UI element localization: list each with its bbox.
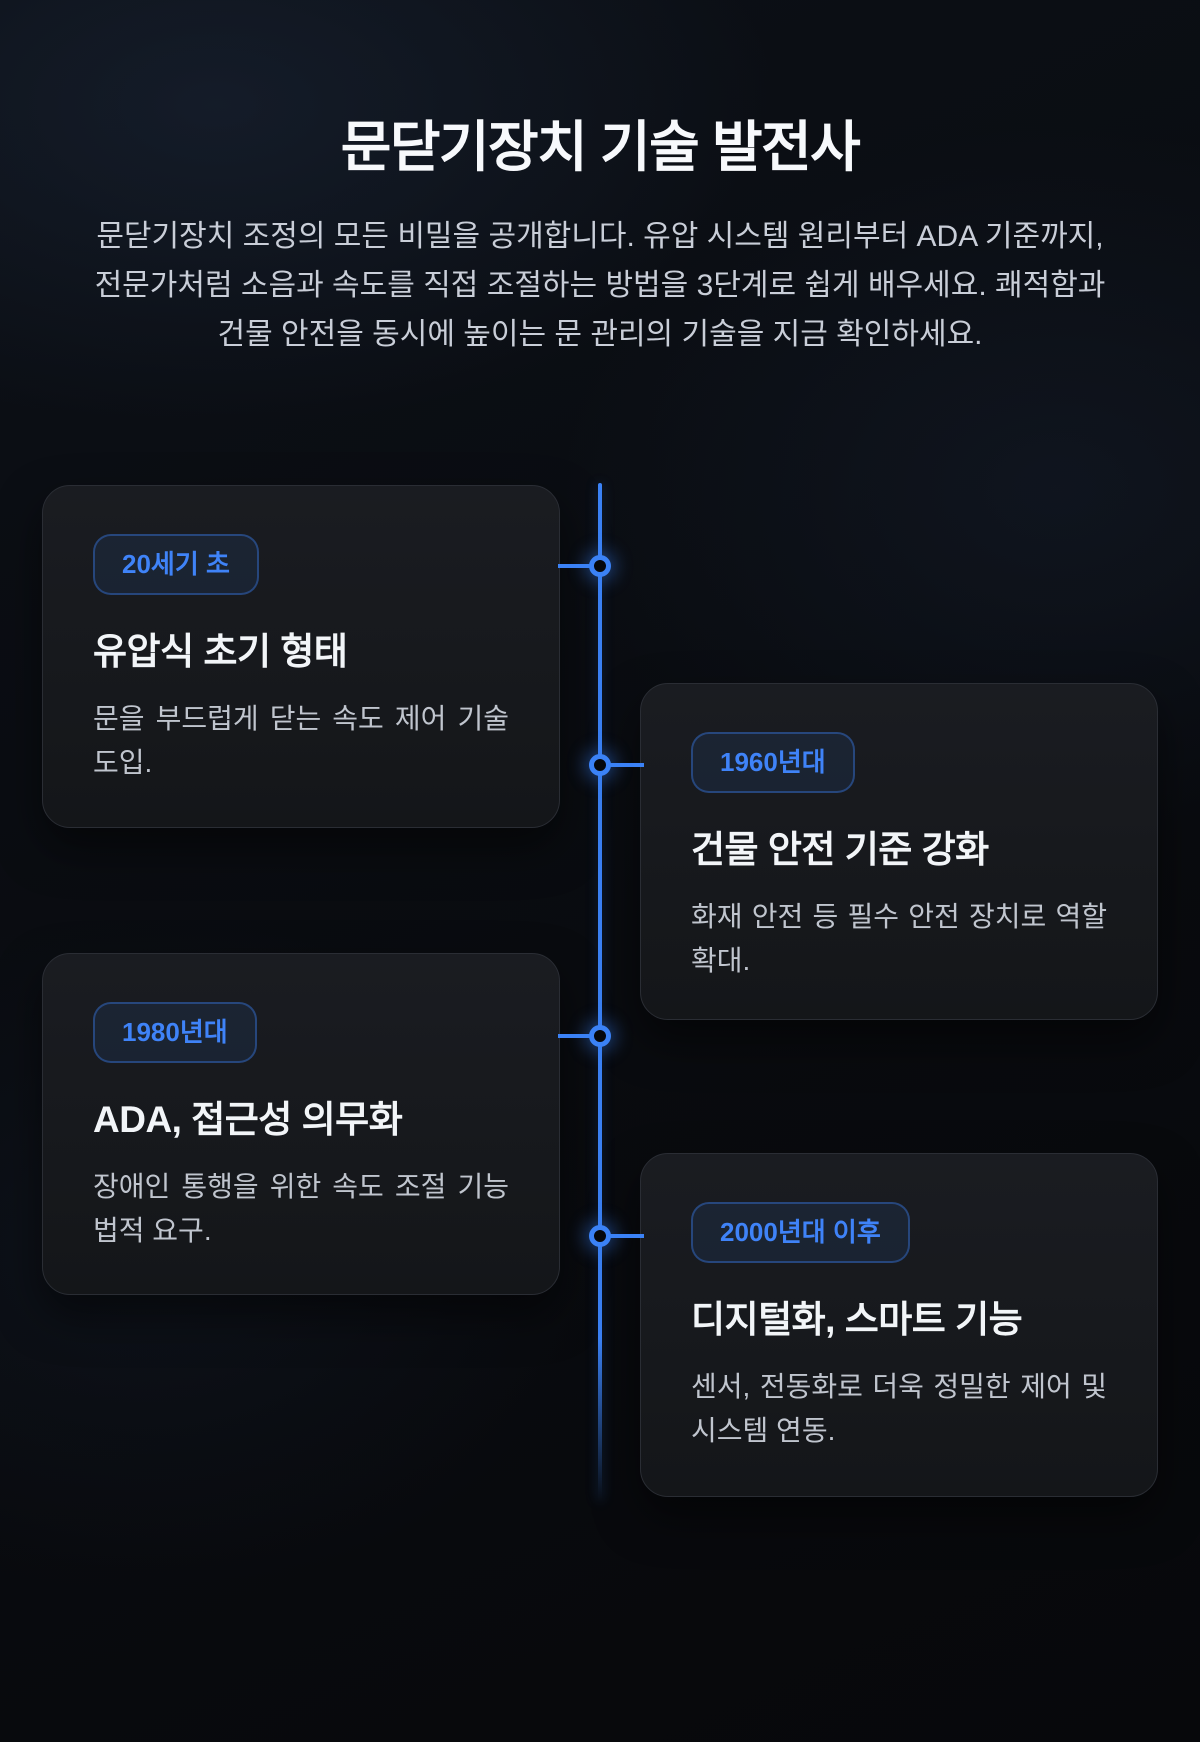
timeline-card-2000s: 2000년대 이후 디지털화, 스마트 기능 센서, 전동화로 더욱 정밀한 제… — [640, 1153, 1158, 1497]
era-badge: 1980년대 — [93, 1002, 257, 1064]
timeline-card-early-1900s: 20세기 초 유압식 초기 형태 문을 부드럽게 닫는 속도 제어 기술 도입. — [42, 485, 560, 828]
page-title: 문닫기장치 기술 발전사 — [340, 116, 861, 178]
timeline-node — [589, 1225, 611, 1247]
timeline-node — [589, 754, 611, 776]
card-title: ADA, 접근성 의무화 — [93, 1099, 403, 1141]
timeline-connector — [558, 564, 602, 568]
timeline-node — [589, 1025, 611, 1047]
timeline-card-1960s: 1960년대 건물 안전 기준 강화 화재 안전 등 필수 안전 장치로 역할 … — [640, 683, 1158, 1020]
card-title: 디지털화, 스마트 기능 — [691, 1299, 1023, 1341]
timeline-line — [598, 483, 602, 1501]
page-subtitle: 문닫기장치 조정의 모든 비밀을 공개합니다. 유압 시스템 원리부터 ADA … — [94, 220, 1106, 351]
timeline-connector — [600, 1234, 644, 1238]
era-badge: 1960년대 — [691, 732, 855, 794]
timeline-node — [589, 555, 611, 577]
card-description: 화재 안전 등 필수 안전 장치로 역할 확대. — [691, 901, 1107, 977]
timeline-connector — [600, 763, 644, 767]
card-title: 건물 안전 기준 강화 — [691, 829, 989, 871]
timeline-card-1980s: 1980년대 ADA, 접근성 의무화 장애인 통행을 위한 속도 조절 기능 … — [42, 953, 560, 1295]
card-title: 유압식 초기 형태 — [93, 631, 348, 673]
era-badge: 2000년대 이후 — [691, 1202, 910, 1264]
card-description: 장애인 통행을 위한 속도 조절 기능 법적 요구. — [93, 1171, 509, 1247]
timeline-connector — [558, 1034, 602, 1038]
era-badge: 20세기 초 — [93, 534, 259, 596]
card-description: 센서, 전동화로 더욱 정밀한 제어 및 시스템 연동. — [691, 1371, 1107, 1447]
card-description: 문을 부드럽게 닫는 속도 제어 기술 도입. — [93, 703, 509, 779]
